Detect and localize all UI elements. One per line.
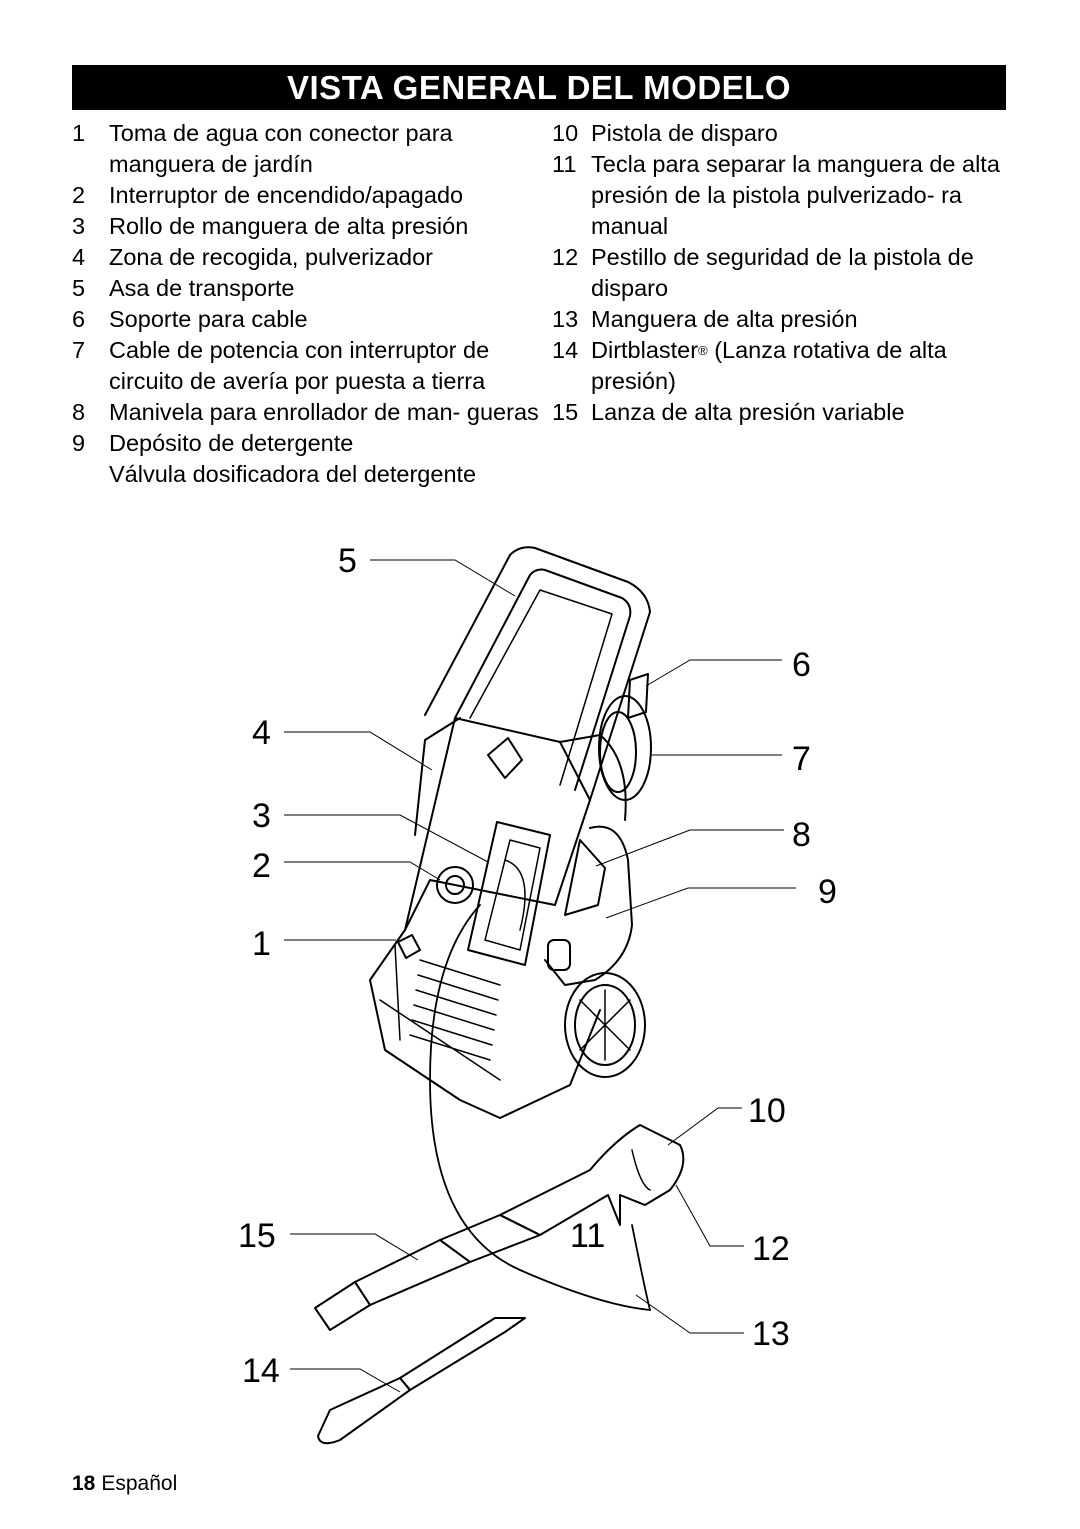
callout-2: 2 (252, 847, 271, 885)
wheel (564, 972, 646, 1078)
item-text: Rollo de manguera de alta presión (109, 213, 469, 239)
parts-list-right: 10 Pistola de disparo 11 Tecla para separa… (552, 118, 1012, 428)
callout-14: 14 (242, 1352, 280, 1390)
callout-4: 4 (252, 714, 271, 752)
item-text: Pestillo de seguridad de la pistola de d… (591, 244, 974, 301)
item-text: Manguera de alta presión (591, 306, 858, 332)
callout-5: 5 (338, 542, 357, 580)
list-item: 14 Dirtblaster® (Lanza rotativa de alta p… (552, 335, 1012, 397)
washer-illustration (314, 546, 685, 1445)
registered-mark: ® (698, 343, 708, 358)
item-number: 4 (72, 244, 86, 270)
callout-10: 10 (748, 1092, 786, 1130)
callout-8: 8 (792, 816, 811, 854)
callout-1: 1 (252, 925, 271, 963)
lance-nozzle (314, 1281, 371, 1331)
item-text: Soporte para cable (109, 306, 308, 332)
item-text: Dirtblaster® (Lanza rotativa de alta pre… (591, 335, 1012, 397)
list-item: 2 Interruptor de encendido/apagado (72, 180, 542, 211)
item-number: 2 (72, 182, 86, 208)
water-inlet (397, 934, 421, 959)
item-number: 10 (552, 120, 579, 146)
list-item-continuation: Válvula dosificadora del detergente (109, 461, 477, 487)
item-text: Pistola de disparo (591, 120, 778, 146)
item-text: Depósito de detergente (109, 430, 354, 456)
item-number: 13 (552, 306, 579, 332)
list-item: 12 Pestillo de seguridad de la pistola de… (552, 242, 1012, 304)
list-item: 15 Lanza de alta presión variable (552, 397, 1012, 428)
item-number: 11 (552, 151, 577, 177)
item-number: 9 (72, 430, 86, 456)
item-text: Toma de agua con conector para manguera … (109, 120, 453, 177)
item-text: Zona de recogida, pulverizador (109, 244, 433, 270)
page-number: 18 (72, 1472, 96, 1495)
list-item: 10 Pistola de disparo (552, 118, 1012, 149)
list-item: 13 Manguera de alta presión (552, 304, 1012, 335)
item-text: Asa de transporte (109, 275, 295, 301)
list-item: 11 Tecla para separar la manguera de alta… (552, 149, 1012, 242)
parts-list-left: 1 Toma de agua con conector para manguera… (72, 118, 542, 490)
item-number: 8 (72, 399, 86, 425)
item-number: 7 (72, 337, 86, 363)
item-text: Cable de potencia con interruptor de cir… (109, 337, 490, 394)
item-number: 6 (72, 306, 86, 332)
callout-12: 12 (752, 1230, 790, 1268)
item-text: Lanza de alta presión variable (591, 399, 905, 425)
callout-15: 15 (238, 1217, 276, 1255)
leader-lines (284, 559, 796, 1393)
footer-language: Español (101, 1472, 178, 1495)
item-number: 1 (72, 120, 86, 146)
list-item: 8 Manivela para enrollador de man- gueras (72, 397, 542, 428)
power-switch (436, 866, 474, 904)
callout-7: 7 (792, 740, 811, 778)
title-bar: VISTA GENERAL DEL MODELO (72, 65, 1006, 110)
list-item: 5 Asa de transporte (72, 273, 542, 304)
item-text-brand: Dirtblaster (591, 337, 699, 363)
item-text: Interruptor de encendido/apagado (109, 182, 464, 208)
trigger-gun (499, 1124, 685, 1236)
item-number: 3 (72, 213, 86, 239)
list-item: 6 Soporte para cable (72, 304, 542, 335)
callout-9: 9 (818, 873, 837, 911)
list-item: 3 Rollo de manguera de alta presión (72, 211, 542, 242)
list-item: 7 Cable de potencia con interruptor de ci… (72, 335, 542, 397)
list-item: 9 Depósito de detergente (72, 428, 542, 459)
callout-13: 13 (752, 1315, 790, 1353)
item-text: Tecla para separar la manguera de alta p… (591, 151, 1000, 239)
dirtblaster (399, 1317, 526, 1391)
logo-icon (487, 737, 523, 779)
list-item: 4 Zona de recogida, pulverizador (72, 242, 542, 273)
item-number: 12 (552, 244, 579, 270)
callout-6: 6 (792, 646, 811, 684)
item-number: 5 (72, 275, 86, 301)
page-title: VISTA GENERAL DEL MODELO (287, 68, 791, 106)
list-item: 1 Toma de agua con conector para manguera… (72, 118, 542, 180)
pressure-washer-diagram: 5 6 4 7 3 8 2 9 1 10 15 11 12 13 14 (238, 542, 837, 1445)
item-number: 15 (552, 399, 579, 425)
callout-11: 11 (570, 1217, 605, 1255)
item-number: 14 (552, 337, 579, 363)
callout-3: 3 (252, 797, 271, 835)
item-text-rest: (Lanza rotativa de alta presión) (591, 337, 947, 394)
item-text: Manivela para enrollador de man- gueras (109, 399, 539, 425)
